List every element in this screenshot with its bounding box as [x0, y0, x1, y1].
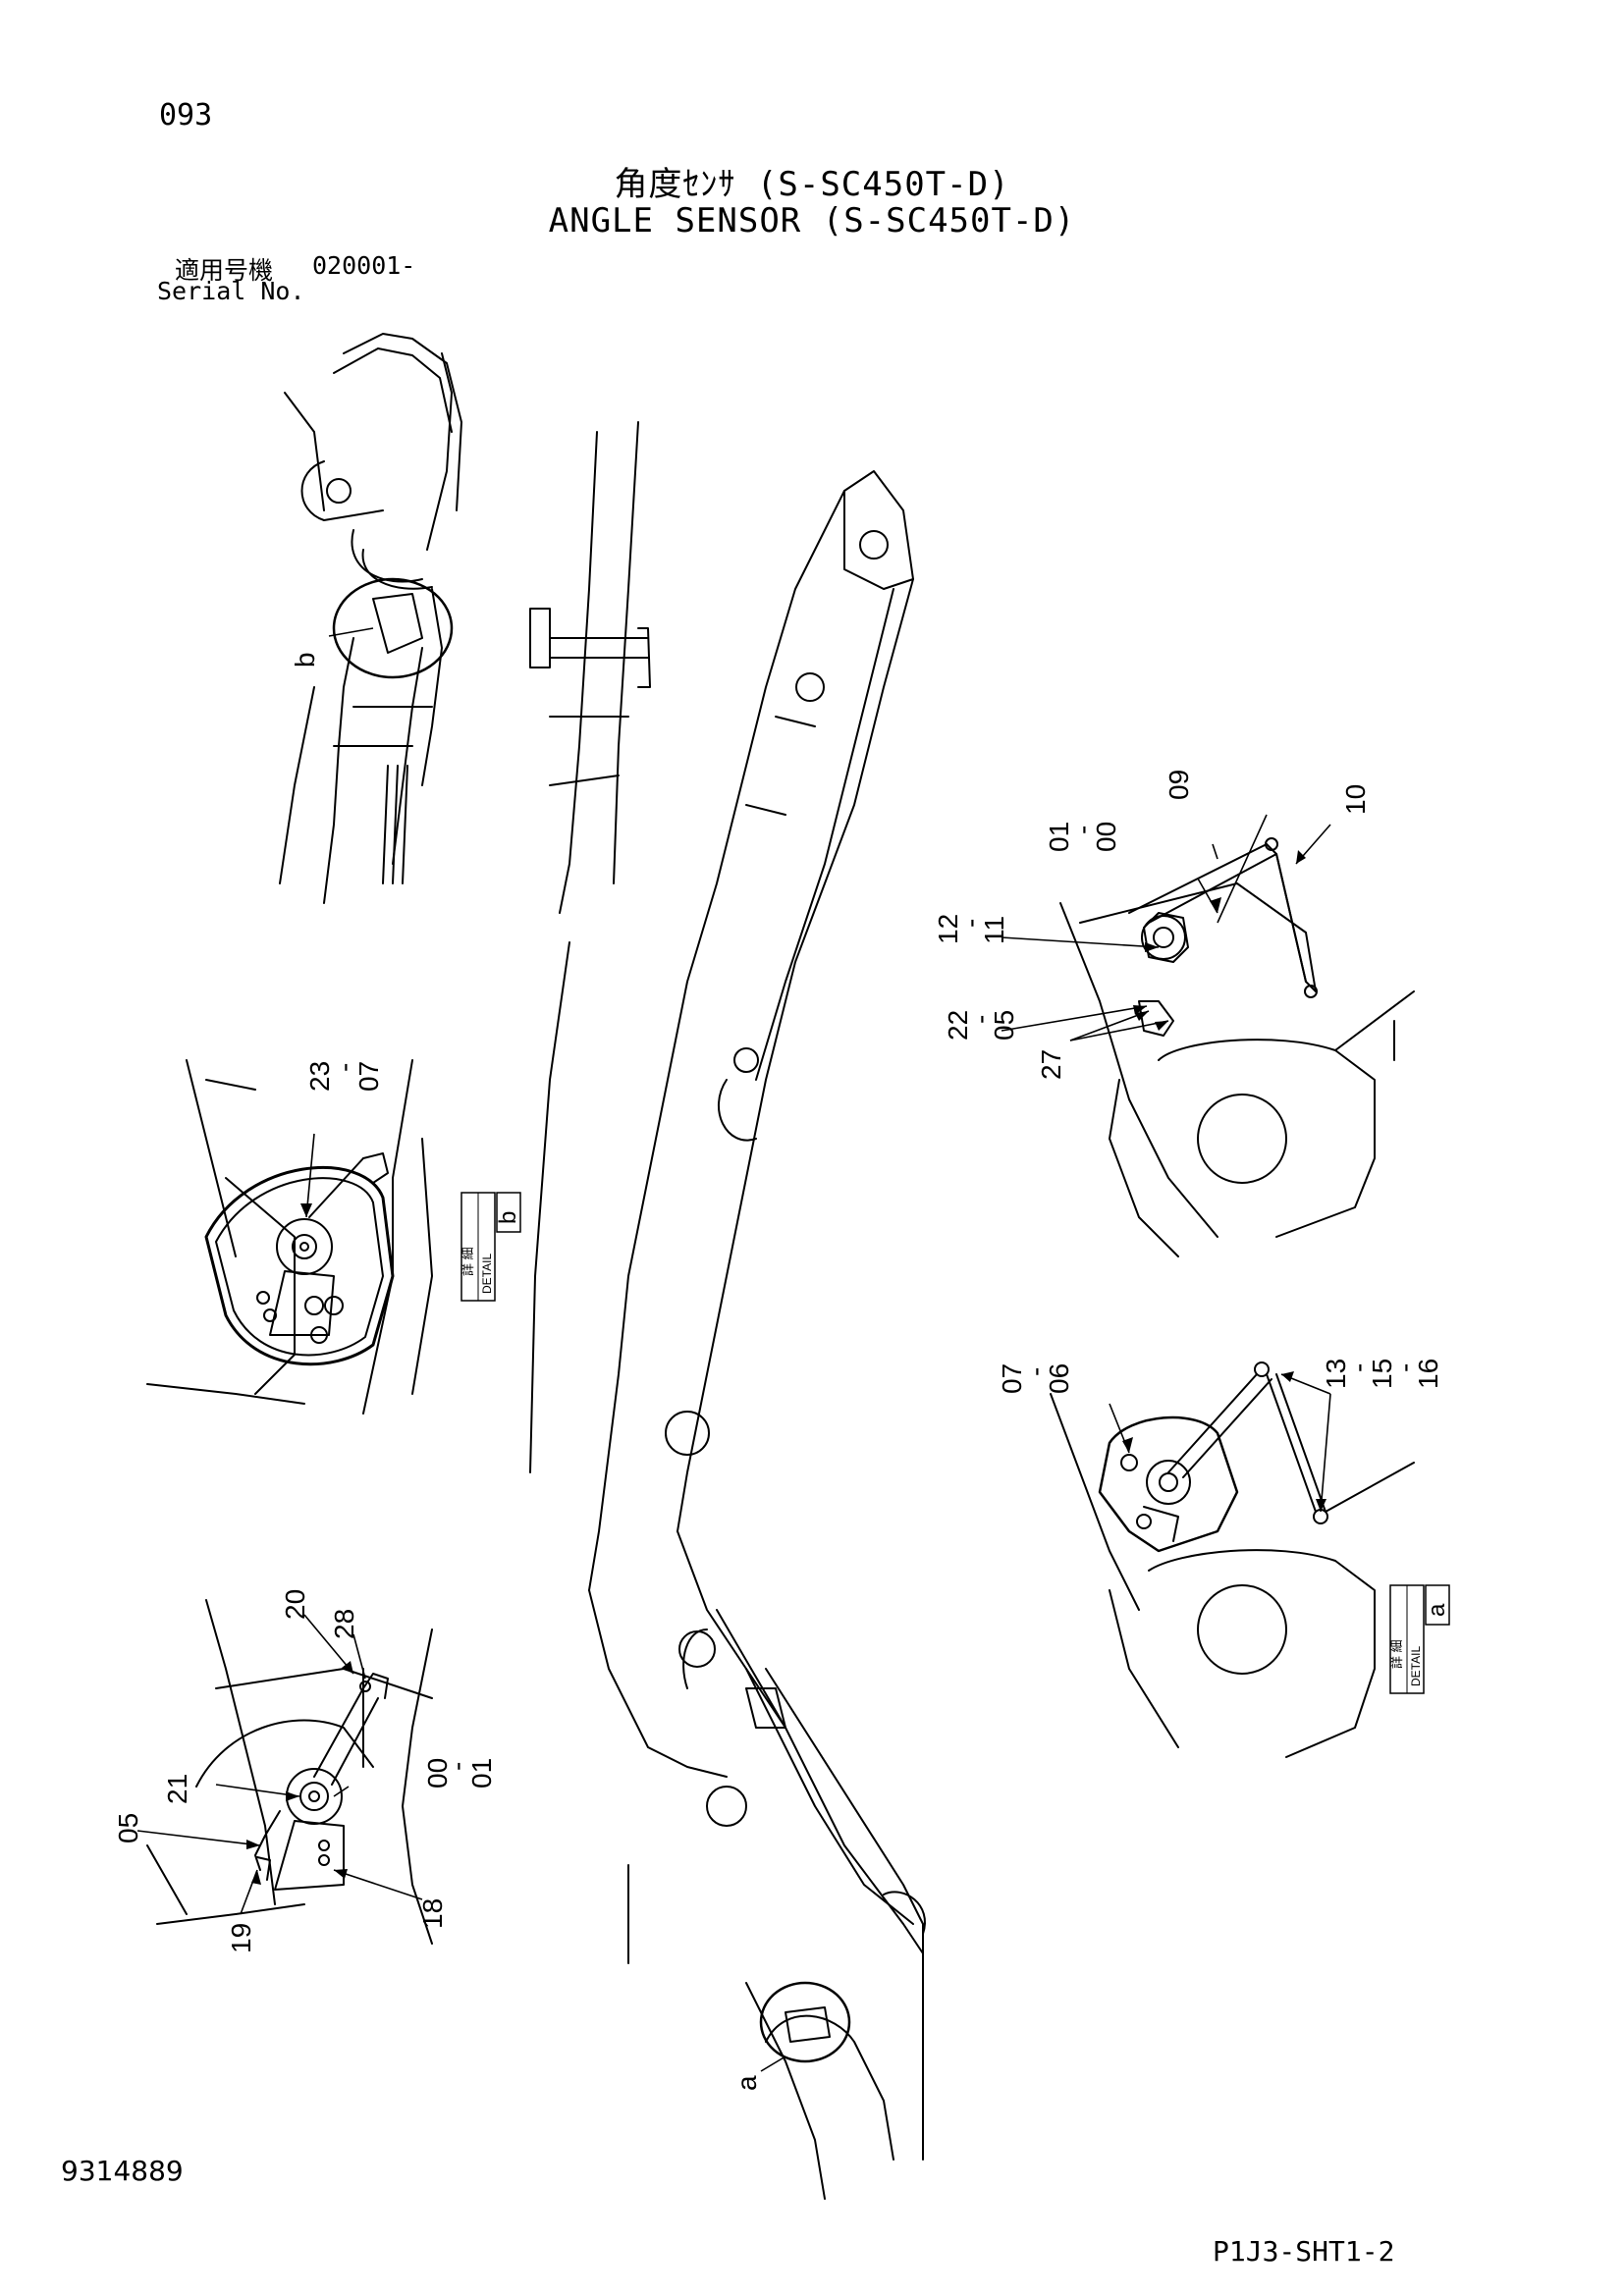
callout-11: 11 [979, 916, 1009, 944]
callout-01: 01 [1044, 822, 1074, 852]
callout-28: 28 [329, 1609, 359, 1639]
callout-dash: - [1389, 1363, 1420, 1372]
title-japanese: 角度ｾﾝｻ (S-SC450T-D) [614, 165, 1010, 204]
serial-label-english: Serial No. [157, 277, 305, 305]
detail-bottom-left [146, 1599, 433, 1945]
detail-a [1050, 1362, 1415, 1758]
callout-18: 18 [417, 1898, 448, 1929]
callout-dash: - [1343, 1363, 1374, 1372]
callout-22: 22 [943, 1010, 973, 1041]
callout-07: 07 [997, 1363, 1027, 1394]
title-english: ANGLE SENSOR (S-SC450T-D) [548, 201, 1076, 240]
document-number: 9314889 [61, 2155, 184, 2187]
callout-13: 13 [1321, 1359, 1351, 1389]
callout-labels: b a 23 - 07 01 - 00 09 10 12 - 11 22 - 0… [113, 652, 1443, 2091]
callout-21: 21 [162, 1774, 192, 1804]
page-number: 093 [159, 98, 213, 133]
serial-label-japanese: 適用号機 [175, 256, 274, 285]
detail-tag-a-jp: 詳 細 [1389, 1639, 1404, 1669]
arm-section-view [529, 421, 651, 914]
serial-value: 020001- [312, 251, 416, 280]
callout-06: 06 [1044, 1363, 1074, 1394]
callout-dash: - [1067, 826, 1098, 834]
callout-00: 00 [1091, 822, 1121, 852]
leader-lines [136, 627, 1331, 2072]
detail-tag-b-jp: 詳 細 [460, 1247, 475, 1276]
main-boom [529, 470, 926, 2200]
callout-dash: - [1020, 1367, 1051, 1376]
detail-b [146, 1059, 433, 1415]
callout-16: 16 [1413, 1359, 1443, 1389]
detail-tag-a-letter: a [1424, 1603, 1450, 1617]
callout-19: 19 [226, 1923, 256, 1953]
boom-top-view [279, 333, 462, 904]
callout-20: 20 [280, 1589, 310, 1620]
callout-00: 00 [422, 1758, 453, 1789]
callout-05: 05 [113, 1813, 143, 1843]
callout-10: 10 [1340, 784, 1371, 815]
callout-05: 05 [989, 1010, 1019, 1041]
callout-dash: - [442, 1762, 472, 1771]
callout-marker-a: a [731, 2075, 762, 2091]
callout-01: 01 [466, 1758, 497, 1789]
callout-07: 07 [353, 1061, 384, 1092]
callout-23: 23 [304, 1061, 335, 1092]
detail-tag-b-letter: b [495, 1211, 521, 1224]
detail-tag-b-en: DETAIL [480, 1254, 494, 1294]
callout-dash: - [329, 1063, 359, 1072]
callout-12: 12 [933, 914, 963, 944]
callout-dash: - [955, 919, 986, 928]
sheet-id: P1J3-SHT1-2 [1213, 2235, 1395, 2268]
callout-marker-b: b [290, 652, 320, 667]
callout-27: 27 [1036, 1049, 1066, 1080]
callout-dash: - [965, 1015, 996, 1024]
detail-tag-a-en: DETAIL [1409, 1646, 1423, 1686]
detail-tag-a: 詳 細 DETAIL a [1389, 1584, 1450, 1694]
callout-15: 15 [1367, 1359, 1397, 1389]
callout-09: 09 [1164, 770, 1194, 800]
detail-top-right [1059, 837, 1415, 1257]
detail-tag-b: 詳 細 DETAIL b [460, 1192, 521, 1302]
arrowheads [246, 850, 1326, 1885]
